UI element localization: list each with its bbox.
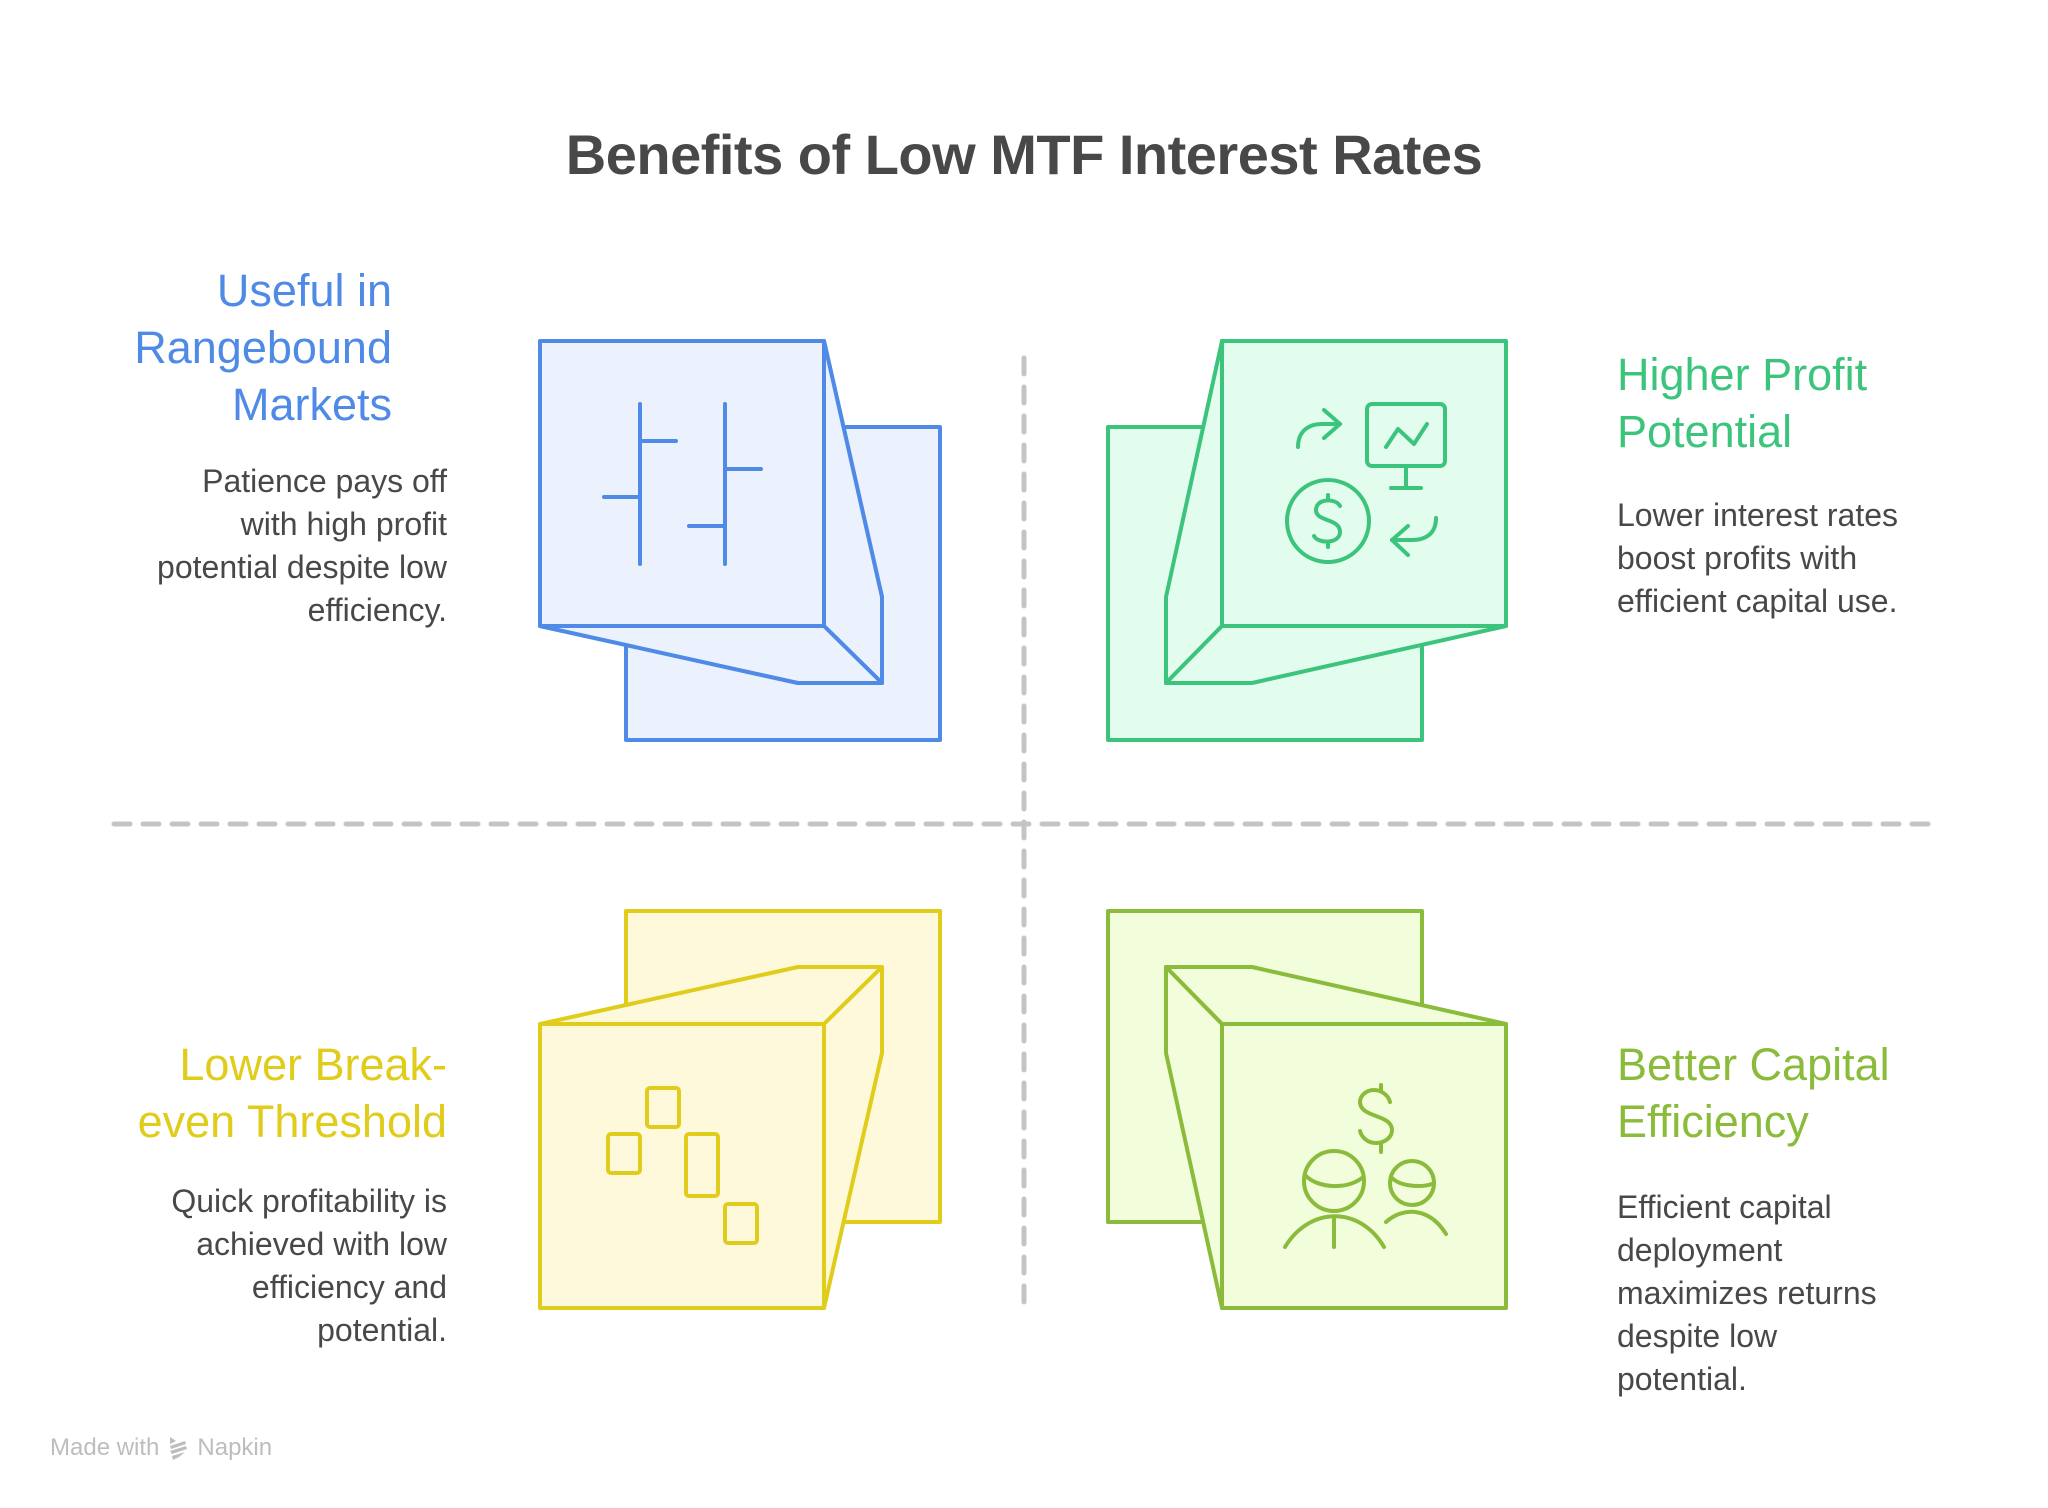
description-lower-breakeven-threshold: Quick profitability is achieved with low… xyxy=(171,1180,447,1352)
description-line: efficiency and xyxy=(251,1269,447,1305)
people-dollar-icon xyxy=(1283,1083,1448,1249)
heading-line: Lower Break- xyxy=(179,1039,447,1090)
heading-rangebound-markets: Useful in Rangebound Markets xyxy=(134,262,392,433)
napkin-logo-icon xyxy=(170,1437,188,1460)
description-line: efficiency. xyxy=(307,592,447,628)
made-with-label: Made with xyxy=(50,1434,160,1461)
cube-lime xyxy=(1106,909,1508,1310)
description-line: Lower interest rates xyxy=(1617,497,1899,533)
description-line: deployment xyxy=(1617,1232,1783,1268)
cube-yellow xyxy=(538,909,942,1310)
description-line: potential. xyxy=(317,1312,447,1348)
range-bars-icon xyxy=(602,402,763,566)
description-line: Efficient capital xyxy=(1617,1189,1832,1225)
description-line: potential. xyxy=(1617,1361,1747,1397)
description-line: Quick profitability is xyxy=(171,1183,447,1219)
description-line: boost profits with xyxy=(1617,540,1858,576)
description-higher-profit-potential: Lower interest rates boost profits with … xyxy=(1617,494,1898,623)
cube-green xyxy=(1106,339,1508,742)
money-cycle-chart-icon xyxy=(1285,402,1447,564)
heading-line: Markets xyxy=(231,379,392,430)
description-line: with high profit xyxy=(240,506,447,542)
description-rangebound-markets: Patience pays off with high profit poten… xyxy=(157,460,447,632)
heading-line: Higher Profit xyxy=(1617,349,1868,400)
heading-line: even Threshold xyxy=(137,1096,447,1147)
description-line: achieved with low xyxy=(196,1226,447,1262)
heading-better-capital-efficiency: Better Capital Efficiency xyxy=(1617,1036,1890,1150)
heading-lower-breakeven-threshold: Lower Break- even Threshold xyxy=(138,1036,447,1150)
heading-higher-profit-potential: Higher Profit Potential xyxy=(1617,346,1867,460)
description-line: Patience pays off xyxy=(202,463,447,499)
description-line: maximizes returns xyxy=(1617,1275,1877,1311)
description-line: potential despite low xyxy=(157,549,447,585)
divider-lines xyxy=(111,355,1937,1309)
description-line: efficient capital use. xyxy=(1617,583,1898,619)
heading-line: Efficiency xyxy=(1617,1096,1809,1147)
scattered-blocks-icon xyxy=(606,1086,759,1245)
heading-line: Potential xyxy=(1617,406,1793,457)
heading-line: Useful in xyxy=(216,265,392,316)
description-line: despite low xyxy=(1617,1318,1778,1354)
cube-blue xyxy=(538,339,942,742)
diagram-title: Benefits of Low MTF Interest Rates xyxy=(565,123,1483,186)
description-better-capital-efficiency: Efficient capital deployment maximizes r… xyxy=(1617,1186,1877,1401)
heading-line: Better Capital xyxy=(1617,1039,1890,1090)
made-with-napkin-watermark[interactable]: Made with Napkin xyxy=(50,1434,272,1462)
heading-line: Rangebound xyxy=(134,322,392,373)
napkin-brand-label: Napkin xyxy=(197,1434,273,1461)
